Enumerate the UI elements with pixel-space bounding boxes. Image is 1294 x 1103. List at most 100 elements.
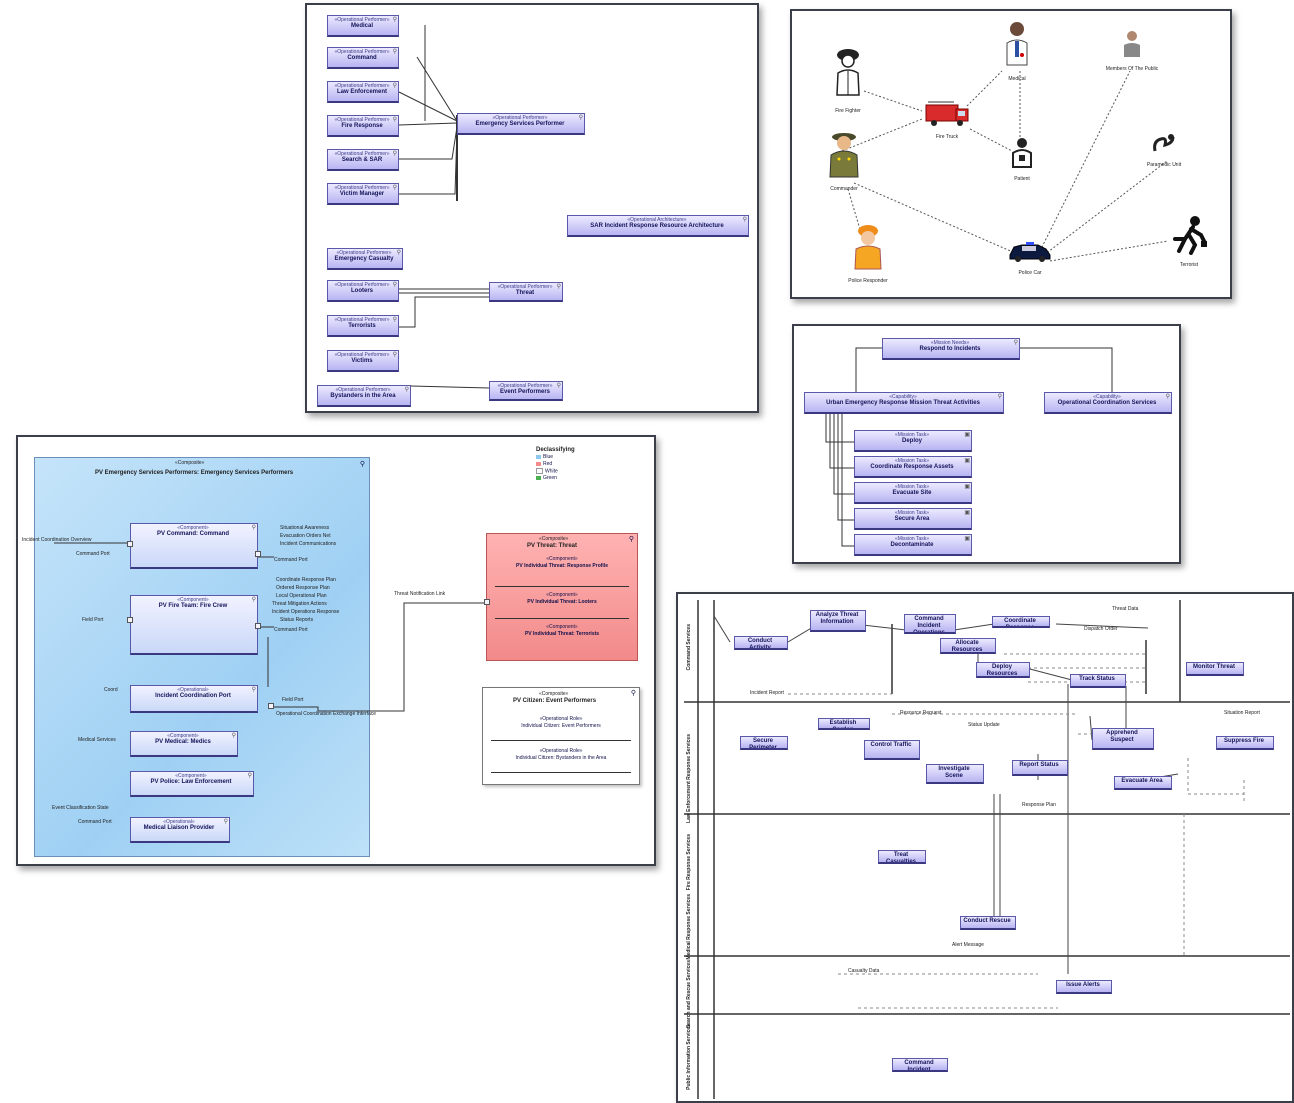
police-responder-actor[interactable]: Police Responder <box>838 223 898 284</box>
citizen-container[interactable]: «Composite» PV Citizen: Event Performers… <box>482 687 640 785</box>
public-actor[interactable]: Members Of The Public <box>1092 29 1172 72</box>
fire-fighter-actor[interactable]: Fire Fighter <box>820 45 876 114</box>
citizen-part[interactable]: «Operational Role» Individual Citizen: B… <box>491 748 631 773</box>
performer-block[interactable]: «Operational Performer»Fire Response⚲ <box>327 115 399 137</box>
link-icon: ⚲ <box>392 117 397 123</box>
fire-fighter-icon <box>836 49 860 96</box>
performer-block[interactable]: «Operational Performer»Emergency Casualt… <box>327 248 403 270</box>
taxonomy-connectors <box>825 347 1113 547</box>
action-node[interactable]: Deploy Resources <box>976 662 1030 678</box>
police-car-actor[interactable]: Police Car <box>1000 239 1060 276</box>
part-block[interactable]: «Component»PV Command: Command⚲ <box>130 523 258 569</box>
link-icon: ⚲ <box>359 461 365 468</box>
link-icon: ⚲ <box>630 690 636 697</box>
actor-network-panel: Fire Fighter Medical Members Of The Publ… <box>790 9 1232 299</box>
commander-actor[interactable]: Commander <box>816 129 872 192</box>
performer-block[interactable]: «Operational Performer»Search & SAR⚲ <box>327 149 399 171</box>
citizen-part[interactable]: «Operational Role» Individual Citizen: E… <box>491 716 631 741</box>
action-node[interactable]: Treat Casualties <box>878 850 926 864</box>
activity-swimlane-panel: Command Services Law Enforcement Respons… <box>676 592 1294 1103</box>
part-block[interactable]: «Component»PV Fire Team: Fire Crew⚲ <box>130 595 258 655</box>
link-icon: ⚲ <box>742 217 747 223</box>
doc-icon: ▣ <box>964 484 970 490</box>
legend-swatch <box>536 476 541 480</box>
swimlane-lines <box>684 600 1290 1099</box>
performer-diagram-panel: «Operational Performer»Medical⚲ «Operati… <box>305 3 759 413</box>
action-node[interactable]: Establish Cordon <box>818 718 870 730</box>
action-node[interactable]: Secure Perimeter <box>740 736 788 750</box>
performer-block[interactable]: «Operational Performer»Emergency Service… <box>457 113 585 135</box>
action-node[interactable]: Issue Alerts <box>1056 980 1112 994</box>
paramedic-unit-actor[interactable]: Paramedic Unit <box>1132 133 1196 168</box>
link-icon: ⚲ <box>578 115 583 121</box>
terrorist-actor[interactable]: Terrorist <box>1164 215 1214 268</box>
action-node[interactable]: Investigate Scene <box>926 764 984 784</box>
threat-part[interactable]: «Component» PV Individual Threat: Respon… <box>495 556 629 587</box>
link-icon: ⚲ <box>404 387 409 393</box>
police-car-icon <box>1009 242 1051 262</box>
performer-block[interactable]: «Operational Performer»Victims⚲ <box>327 350 399 372</box>
legend-item: Blue <box>536 454 588 461</box>
performer-block[interactable]: «Operational Performer»Law Enforcement⚲ <box>327 81 399 103</box>
performer-block[interactable]: «Operational Performer»Event Performers⚲ <box>489 381 563 401</box>
port[interactable] <box>255 623 261 629</box>
performer-block[interactable]: «Operational Performer»Threat⚲ <box>489 282 563 302</box>
action-node[interactable]: Allocate Resources <box>940 638 996 654</box>
performer-block[interactable]: «Operational Performer»Command⚲ <box>327 47 399 69</box>
link-icon: ⚲ <box>997 394 1002 400</box>
mission-task-block[interactable]: «Mission Task»Coordinate Response Assets… <box>854 456 972 478</box>
port[interactable] <box>255 551 261 557</box>
part-block[interactable]: «Component»PV Medical: Medics⚲ <box>130 731 238 757</box>
action-node[interactable]: Conduct Rescue <box>960 916 1016 930</box>
fire-truck-actor[interactable]: Fire Truck <box>922 97 972 140</box>
performer-block[interactable]: «Operational Performer»Bystanders in the… <box>317 385 411 407</box>
action-node[interactable]: Command Incident Operations <box>904 614 956 634</box>
capability-block[interactable]: «Capability»Urban Emergency Response Mis… <box>804 392 1004 414</box>
part-block[interactable]: «Operational»Incident Coordination Port⚲ <box>130 685 258 713</box>
person-icon <box>1124 31 1140 57</box>
mission-task-block[interactable]: «Mission Task»Evacuate Site▣ <box>854 482 972 504</box>
architecture-block[interactable]: «Operational Architecture»SAR Incident R… <box>567 215 749 237</box>
mission-task-block[interactable]: «Mission Task»Secure Area▣ <box>854 508 972 530</box>
fire-truck-icon <box>925 101 969 126</box>
mission-need-block[interactable]: «Mission Needs»Respond to Incidents⚲ <box>882 338 1020 360</box>
action-node[interactable]: Coordinate Response <box>992 616 1050 628</box>
performer-block[interactable]: «Operational Performer»Medical⚲ <box>327 15 399 37</box>
link-icon: ⚲ <box>392 317 397 323</box>
part-block[interactable]: «Operational»Medical Liaison Provider⚲ <box>130 817 230 843</box>
link-icon: ⚲ <box>231 733 236 739</box>
performer-block[interactable]: «Operational Performer»Terrorists⚲ <box>327 315 399 337</box>
performer-block[interactable]: «Operational Performer»Victim Manager⚲ <box>327 183 399 205</box>
action-node[interactable]: Monitor Threat <box>1186 662 1244 676</box>
threat-part[interactable]: «Component» PV Individual Threat: Terror… <box>524 624 600 637</box>
medical-actor[interactable]: Medical <box>997 19 1037 82</box>
action-node[interactable]: Suppress Fire <box>1216 736 1274 750</box>
link-icon: ⚲ <box>1165 394 1170 400</box>
link-icon: ⚲ <box>251 525 256 531</box>
action-node[interactable]: Track Status <box>1070 674 1126 688</box>
port[interactable] <box>127 617 133 623</box>
action-node[interactable]: Evacuate Area <box>1114 776 1172 790</box>
performer-block[interactable]: «Operational Performer»Looters⚲ <box>327 280 399 302</box>
port[interactable] <box>268 703 274 709</box>
legend-swatch <box>536 454 541 459</box>
capability-block[interactable]: «Capability»Operational Coordination Ser… <box>1044 392 1172 414</box>
legend-item: White <box>536 468 588 475</box>
port[interactable] <box>127 541 133 547</box>
action-node[interactable]: Report Status <box>1012 760 1068 776</box>
action-node[interactable]: Apprehend Suspect <box>1092 728 1154 750</box>
port[interactable] <box>484 599 490 605</box>
action-node[interactable]: Command Incident Operations <box>892 1058 948 1072</box>
action-node[interactable]: Conduct Activity Dispatch <box>734 636 788 650</box>
link-icon: ⚲ <box>392 352 397 358</box>
threat-container[interactable]: «Composite» PV Threat: Threat ⚲ «Compone… <box>486 533 638 661</box>
patient-actor[interactable]: Patient <box>1002 137 1042 182</box>
action-node[interactable]: Control Traffic <box>864 740 920 760</box>
threat-part[interactable]: «Component» PV Individual Threat: Looter… <box>495 592 629 619</box>
link-icon: ⚲ <box>392 17 397 23</box>
action-node[interactable]: Analyze Threat Information <box>810 610 866 632</box>
mission-task-block[interactable]: «Mission Task»Deploy▣ <box>854 430 972 452</box>
mission-task-block[interactable]: «Mission Task»Decontaminate▣ <box>854 534 972 556</box>
part-block[interactable]: «Component»PV Police: Law Enforcement⚲ <box>130 771 254 797</box>
police-responder-icon <box>854 225 882 270</box>
